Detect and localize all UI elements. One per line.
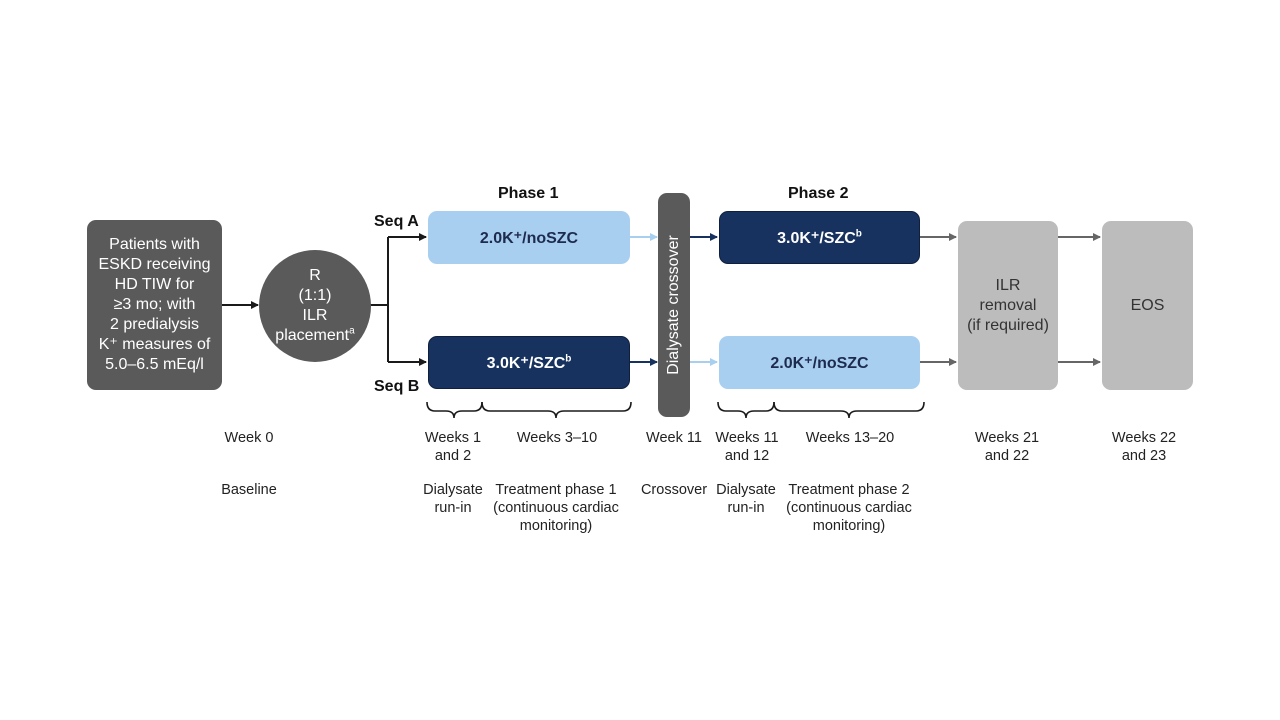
brace-weeks-13-20 — [773, 401, 925, 419]
baseline-label: Baseline — [221, 482, 277, 498]
patients-line: HD TIW for — [114, 276, 195, 293]
dialysate-crossover-bar: Dialysate crossover — [658, 193, 690, 417]
phase1-seq-b-box: 3.0K⁺/SZCb — [428, 336, 630, 389]
eos-label: EOS — [1130, 296, 1165, 314]
phase1-seq-b-label: 3.0K⁺/SZCb — [486, 353, 572, 372]
phase2-seq-b-label: 2.0K⁺/noSZC — [770, 354, 869, 372]
patients-line: Patients with — [109, 236, 200, 253]
randomization-line: ILR — [302, 307, 328, 324]
phase1-seq-a-label: 2.0K⁺/noSZC — [479, 229, 579, 247]
brace-weeks-1-2 — [426, 401, 483, 419]
patients-eligibility-box: Patients with ESKD receiving HD TIW for … — [87, 220, 222, 390]
ilr-removal-line: removal — [979, 296, 1037, 314]
ilr-removal-line: (if required) — [967, 316, 1049, 334]
phase1-seq-a-box: 2.0K⁺/noSZC — [428, 211, 630, 264]
ilr-removal-box: ILR removal (if required) — [958, 221, 1058, 390]
patients-line: ESKD receiving — [98, 256, 211, 273]
phase-2-heading: Phase 2 — [788, 185, 849, 202]
weeks-3-10-label: Weeks 3–10 — [516, 430, 598, 446]
seq-b-label: Seq B — [374, 378, 420, 395]
seq-a-label: Seq A — [374, 213, 419, 230]
week-0-label: Week 0 — [224, 430, 274, 446]
brace-weeks-3-10 — [481, 401, 632, 419]
ilr-removal-line: ILR — [995, 276, 1021, 294]
randomization-line: (1:1) — [298, 287, 332, 304]
patients-line: 2 predialysis — [110, 316, 199, 333]
weeks-13-20-label: Weeks 13–20 — [805, 430, 895, 446]
phase2-seq-b-box: 2.0K⁺/noSZC — [719, 336, 920, 389]
randomization-circle: R (1:1) ILR placementa — [259, 250, 371, 362]
patients-line: 5.0–6.5 mEq/l — [105, 356, 204, 373]
randomization-line: placementa — [275, 325, 355, 344]
crossover-label: Dialysate crossover — [665, 235, 682, 375]
week-11-label: Week 11 — [646, 430, 702, 446]
crossover-period-label: Crossover — [640, 482, 708, 498]
patients-line: ≥3 mo; with — [113, 296, 196, 313]
brace-weeks-11-12 — [717, 401, 775, 419]
eos-box: EOS — [1102, 221, 1193, 390]
randomization-line: R — [309, 267, 321, 284]
timeline-braces — [426, 401, 925, 419]
phase-1-heading: Phase 1 — [498, 185, 559, 202]
patients-line: K⁺ measures of — [98, 336, 211, 353]
phase2-seq-a-label: 3.0K⁺/SZCb — [777, 228, 862, 247]
phase2-seq-a-box: 3.0K⁺/SZCb — [719, 211, 920, 264]
